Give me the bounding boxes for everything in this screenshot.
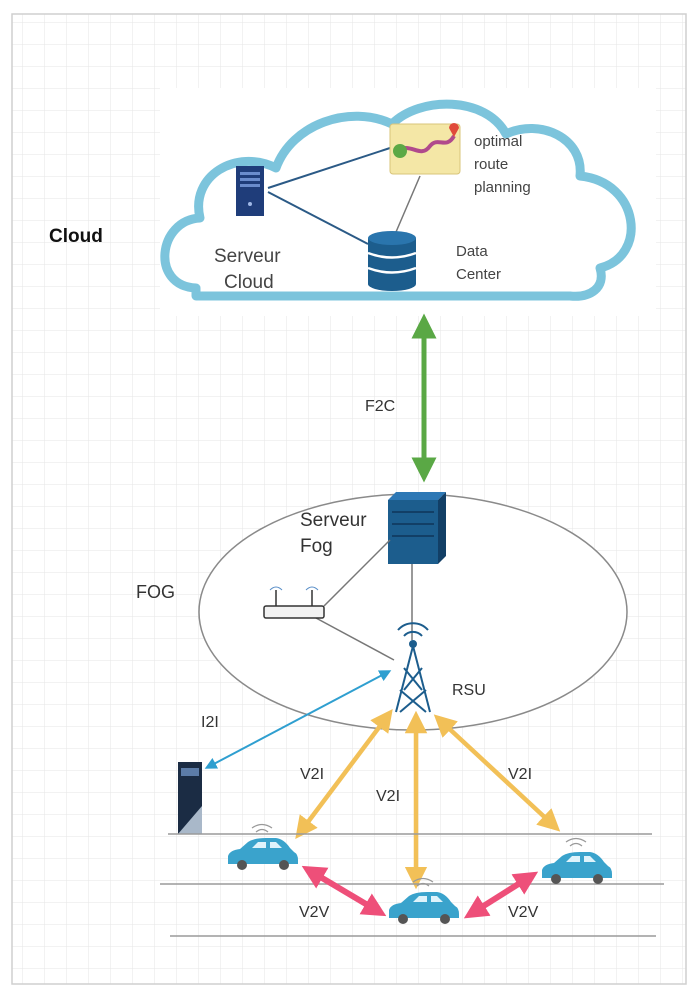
serveur-cloud-label: Serveur Cloud — [214, 244, 281, 296]
cloud-title: Cloud — [49, 226, 103, 247]
v2v-arrow-right — [463, 871, 539, 919]
serveur-fog-line1: Serveur — [300, 510, 367, 531]
link-server-route — [267, 147, 391, 189]
data-center-line1: Data — [456, 243, 488, 260]
serveur-fog-label: Serveur Fog — [300, 508, 367, 560]
link-router-rsu — [315, 617, 395, 661]
map-route-icon — [389, 123, 461, 175]
server-icon — [236, 166, 264, 216]
v2i-arrow-right — [433, 714, 561, 832]
v2i-center-label: V2I — [376, 788, 401, 805]
data-center-line2: Center — [456, 266, 502, 283]
route-line3: planning — [474, 179, 531, 196]
v2i-arrow-left — [295, 709, 393, 839]
link-server-datacenter — [267, 191, 369, 245]
cloud-shape — [160, 99, 636, 301]
v2v-right-label: V2V — [508, 904, 539, 921]
route-planning-label: optimal route planning — [474, 130, 531, 199]
v2v-left-label: V2V — [299, 904, 330, 921]
data-center-label: Data Center — [456, 240, 501, 286]
link-datacenter-route — [395, 175, 421, 233]
rsu-label: RSU — [452, 682, 486, 699]
serveur-fog-line2: Fog — [300, 536, 333, 557]
router-icon — [263, 586, 325, 619]
antenna-tower-icon — [395, 622, 431, 713]
f2c-label: F2C — [365, 398, 396, 415]
roadside-unit-icon — [178, 762, 202, 834]
link-router-server — [323, 539, 391, 607]
serveur-cloud-line2: Cloud — [224, 272, 274, 293]
v2i-left-label: V2I — [300, 766, 325, 783]
rack-server-icon — [388, 492, 446, 564]
route-line2: route — [474, 156, 509, 173]
serveur-cloud-line1: Serveur — [214, 246, 281, 267]
i2i-label: I2I — [201, 714, 219, 731]
database-icon — [367, 231, 417, 291]
v2i-right-label: V2I — [508, 766, 533, 783]
route-line1: optimal — [474, 133, 523, 150]
fog-label: FOG — [136, 582, 175, 602]
v2v-arrow-left — [301, 865, 387, 917]
